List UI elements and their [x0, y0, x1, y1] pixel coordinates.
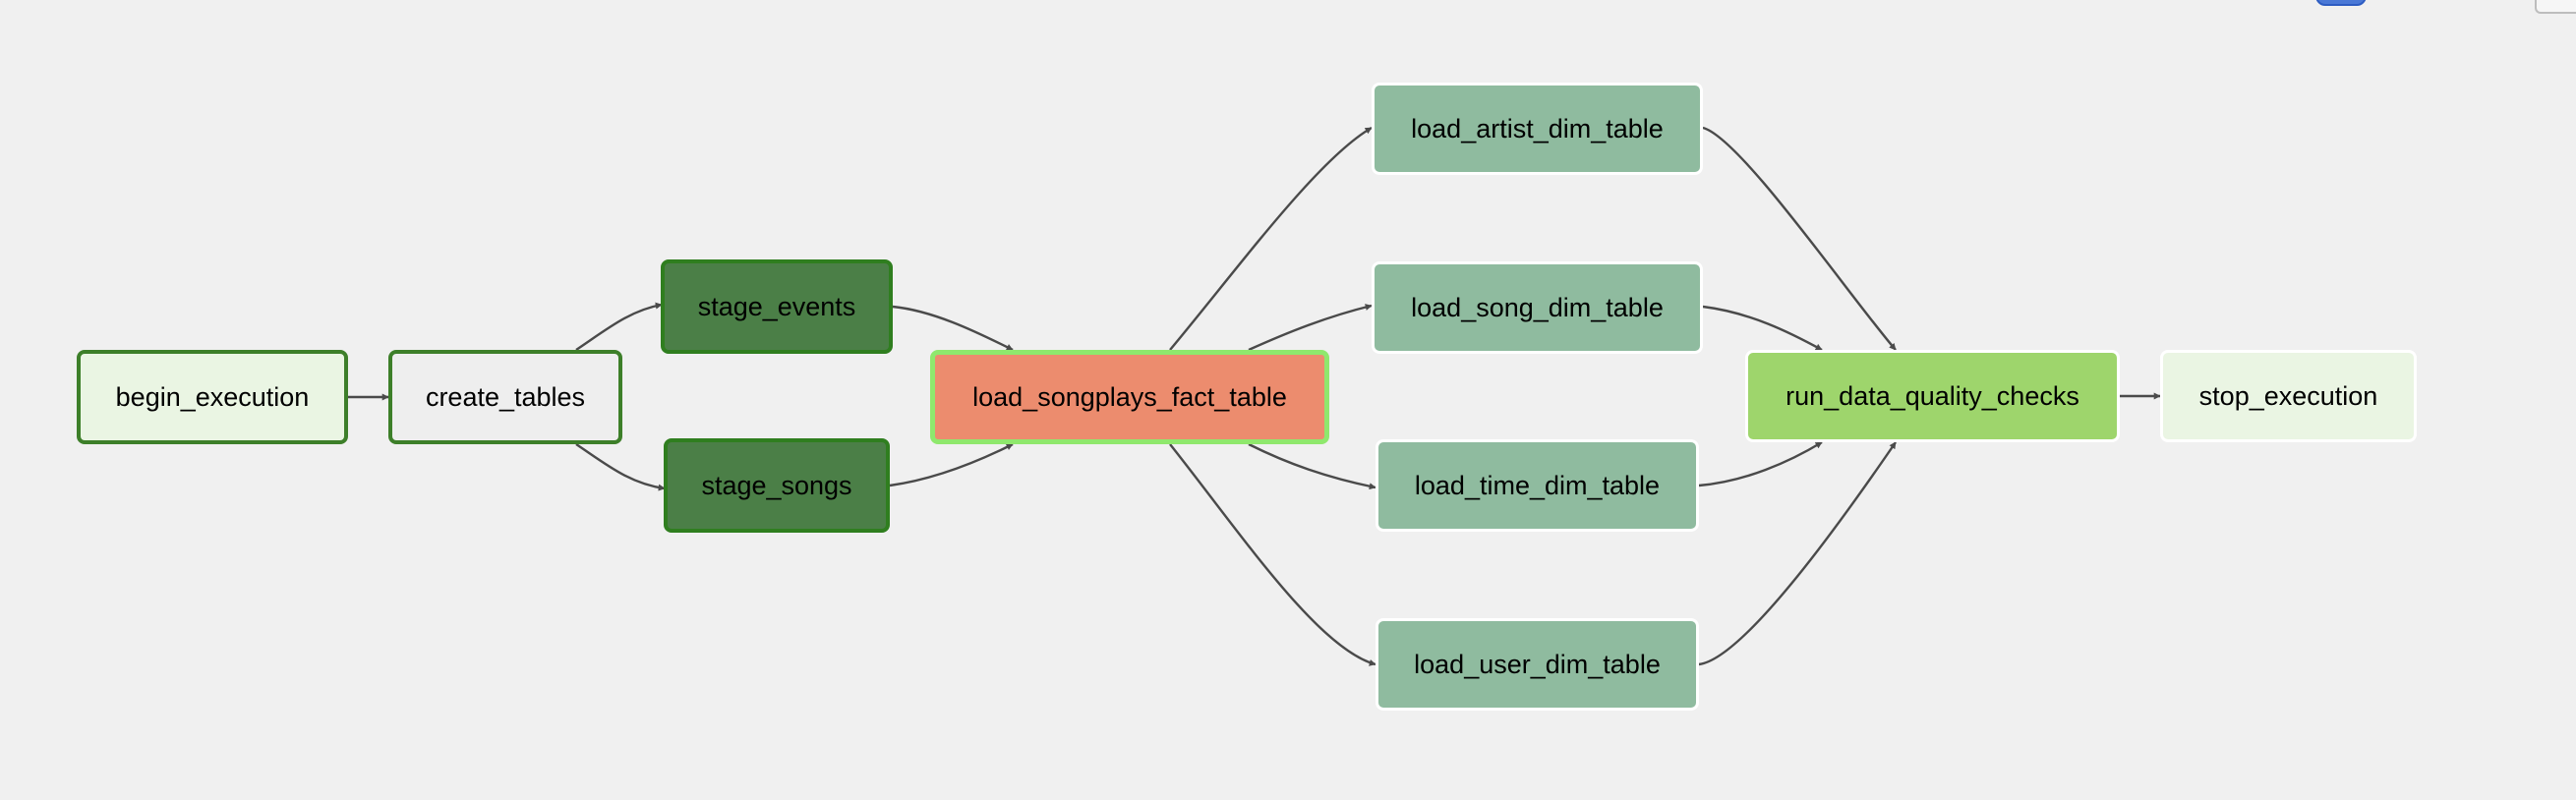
edge-path: [1698, 440, 1823, 487]
task-label: stage_songs: [701, 470, 852, 500]
edge-load_user_dim_table-to-run_data_quality_checks: [1698, 441, 1897, 666]
task-label: stage_events: [697, 291, 856, 321]
edge-load_song_dim_table-to-run_data_quality_checks: [1702, 305, 1823, 352]
task-node-stop-execution[interactable]: stop_execution: [2160, 350, 2417, 442]
task-node-run-data-quality-checks[interactable]: run_data_quality_checks: [1745, 350, 2120, 442]
task-node-load-artist-dim-table[interactable]: load_artist_dim_table: [1372, 83, 1703, 175]
edge-load_songplays_fact_table-to-load_time_dim_table: [1248, 442, 1376, 490]
edge-stage_songs-to-load_songplays_fact_table: [889, 442, 1014, 487]
edge-load_songplays_fact_table-to-load_user_dim_table: [1169, 443, 1376, 666]
task-label: load_song_dim_table: [1411, 292, 1664, 322]
edge-load_artist_dim_table-to-run_data_quality_checks: [1702, 126, 1897, 351]
task-label: begin_execution: [115, 381, 310, 412]
edge-load_songplays_fact_table-to-load_artist_dim_table: [1169, 126, 1373, 351]
task-node-load-song-dim-table[interactable]: load_song_dim_table: [1372, 261, 1703, 354]
task-node-load-user-dim-table[interactable]: load_user_dim_table: [1376, 618, 1699, 711]
edge-path: [1248, 442, 1376, 490]
task-label: load_artist_dim_table: [1411, 113, 1664, 143]
task-node-create-tables[interactable]: create_tables: [388, 350, 622, 444]
task-label: create_tables: [425, 381, 586, 412]
edge-create_tables-to-stage_events: [575, 302, 663, 351]
task-label: stop_execution: [2198, 380, 2378, 411]
edge-path: [1702, 305, 1823, 352]
task-label: load_user_dim_table: [1414, 649, 1661, 679]
task-label: run_data_quality_checks: [1786, 380, 2079, 411]
panel-corner: [2535, 0, 2576, 14]
task-node-begin-execution[interactable]: begin_execution: [77, 350, 348, 444]
edge-path: [1169, 443, 1376, 666]
task-node-stage-events[interactable]: stage_events: [661, 259, 893, 354]
edge-stage_events-to-load_songplays_fact_table: [892, 305, 1014, 352]
edge-path: [575, 443, 666, 491]
task-label: load_time_dim_table: [1414, 470, 1661, 500]
task-node-load-time-dim-table[interactable]: load_time_dim_table: [1376, 439, 1699, 532]
edge-path: [1169, 126, 1373, 351]
edge-load_songplays_fact_table-to-load_song_dim_table: [1248, 304, 1373, 352]
task-node-load-songplays-fact-table[interactable]: load_songplays_fact_table: [930, 350, 1329, 444]
edge-path: [892, 305, 1014, 352]
edge-path: [1702, 126, 1897, 351]
edge-path: [889, 442, 1014, 487]
edge-path: [1248, 304, 1373, 352]
edge-load_time_dim_table-to-run_data_quality_checks: [1698, 440, 1823, 487]
edges: [348, 126, 2161, 666]
edge-path: [1698, 441, 1897, 666]
edge-path: [575, 302, 663, 351]
task-node-stage-songs[interactable]: stage_songs: [664, 438, 890, 533]
task-label: load_songplays_fact_table: [972, 381, 1287, 412]
edge-create_tables-to-stage_songs: [575, 443, 666, 491]
